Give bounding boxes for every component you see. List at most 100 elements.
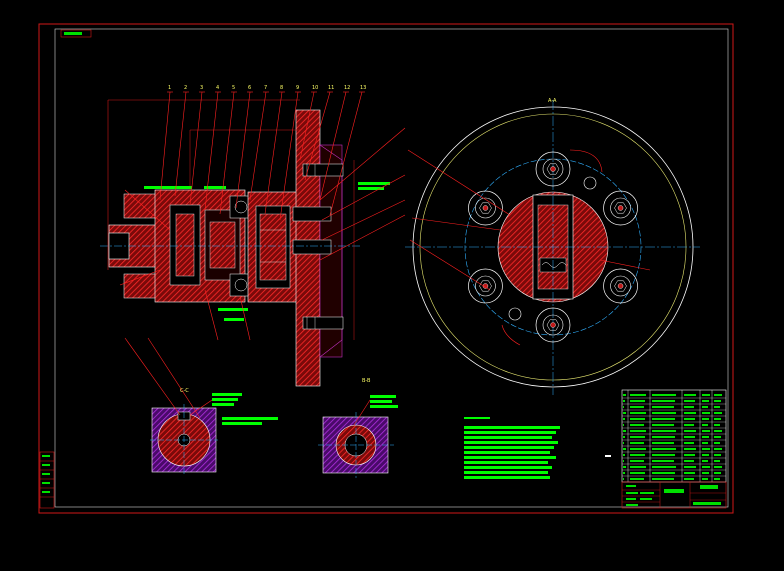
bom-cell-text (702, 430, 710, 432)
planet-bolt-group (468, 151, 638, 343)
balloon-leader (159, 91, 171, 201)
bom-cell-text (652, 448, 676, 450)
bom-cell-text (714, 394, 722, 396)
planet-bolt-outer (535, 307, 571, 343)
bom-cell-text (684, 412, 696, 414)
top-left-stamp (60, 29, 92, 38)
bom-cell-text (684, 466, 696, 468)
bom-cell-text (684, 442, 694, 444)
bom-cell-text (623, 448, 626, 450)
bom-cell-text (630, 394, 646, 396)
bom-cell-text (702, 400, 709, 402)
bom-cell-text (702, 436, 709, 438)
bom-cell-text (623, 466, 626, 468)
bom-cell-text (714, 406, 720, 408)
bom-cell-text (702, 466, 710, 468)
part-balloon-label: 8 (280, 85, 283, 91)
bom-cell-text (623, 442, 624, 444)
part-balloon-label: 6 (248, 85, 251, 91)
part-balloon-label: 2 (184, 85, 187, 91)
bom-cell-text (630, 448, 646, 450)
balloon-leader (189, 91, 203, 206)
bom-cell-text (714, 418, 721, 420)
bom-cell-text (623, 454, 625, 456)
bom-cell-text (714, 412, 722, 414)
left-revision-strip (39, 451, 55, 509)
bom-cell-text (684, 472, 695, 474)
part-balloon-label: 10 (312, 85, 318, 91)
planet-bolt-core (617, 283, 624, 289)
planet-bolt-hex (614, 280, 627, 292)
planet-bolt-hex (614, 202, 627, 214)
bom-cell-text (702, 406, 708, 408)
balloon-leader (174, 91, 187, 197)
bom-cell-text (702, 442, 708, 444)
bom-cell-text (623, 478, 624, 480)
title-block (621, 481, 727, 509)
side-leaders (119, 127, 406, 341)
planet-bolt-head (475, 275, 496, 297)
planet-bolt-core (550, 166, 556, 172)
part-balloon-label: 1 (168, 85, 171, 91)
bom-cell-text (714, 400, 721, 402)
bom-cell-text (714, 436, 721, 438)
bom-cell-text (630, 466, 646, 468)
bom-cell-text (630, 424, 644, 426)
part-balloon-label: 3 (200, 85, 203, 91)
planet-bolt-hex (479, 202, 492, 214)
bom-cell-text (684, 430, 696, 432)
planet-bolt-outer (535, 151, 571, 187)
bom-cell-text (684, 418, 695, 420)
part-balloon-label: 12 (344, 85, 350, 91)
balloon-leader (279, 91, 299, 221)
bom-cell-text (714, 466, 722, 468)
bom-cell-text (630, 478, 644, 480)
bom-cell-text (652, 430, 676, 432)
planet-bolt-head (542, 314, 564, 336)
section-label-main: A-A (548, 98, 557, 104)
planet-bolt-head (542, 158, 564, 180)
bom-cell-text (623, 436, 625, 438)
bom-cell-text (623, 472, 625, 474)
bom-cell-text (702, 394, 710, 396)
main-section-view (100, 99, 390, 387)
planet-bolt-head (610, 197, 631, 219)
bom-cell-text (684, 424, 694, 426)
bom-cell-text (630, 400, 645, 402)
bom-cell-text (714, 430, 722, 432)
balloon-leader (299, 91, 315, 161)
bom-cell-text (714, 472, 721, 474)
bom-cell-text (630, 472, 645, 474)
bom-cell-text (630, 418, 645, 420)
part-balloon-label: 13 (360, 85, 366, 91)
bom-cell-text (630, 430, 646, 432)
balloon-leader (219, 91, 235, 215)
bom-cell-text (684, 394, 696, 396)
bom-cell-text (684, 478, 694, 480)
bom-cell-text (652, 418, 675, 420)
bom-cell-text (652, 394, 676, 396)
bom-cell-text (652, 442, 674, 444)
bom-cell-text (652, 478, 674, 480)
part-balloon-label: 11 (328, 85, 334, 91)
planet-bolt-hex (546, 163, 560, 175)
bom-cell-text (702, 412, 710, 414)
bom-cell-text (623, 412, 626, 414)
bom-cell-text (652, 424, 674, 426)
bom-cell-text (702, 424, 708, 426)
bom-cell-text (714, 478, 720, 480)
bom-cell-text (630, 436, 645, 438)
balloon-leader (304, 91, 331, 181)
bom-cell-text (702, 472, 709, 474)
bom-cell-text (652, 454, 675, 456)
bom-cell-text (652, 406, 674, 408)
planet-bolt-outer (468, 268, 503, 304)
planet-bolt-outer (468, 190, 503, 226)
sheet-inner-border (54, 28, 729, 508)
bom-cell-text (623, 460, 624, 462)
bom-cell-text (630, 412, 646, 414)
planet-bolt-hex (546, 319, 560, 331)
top-left-stamp-text (64, 32, 82, 35)
